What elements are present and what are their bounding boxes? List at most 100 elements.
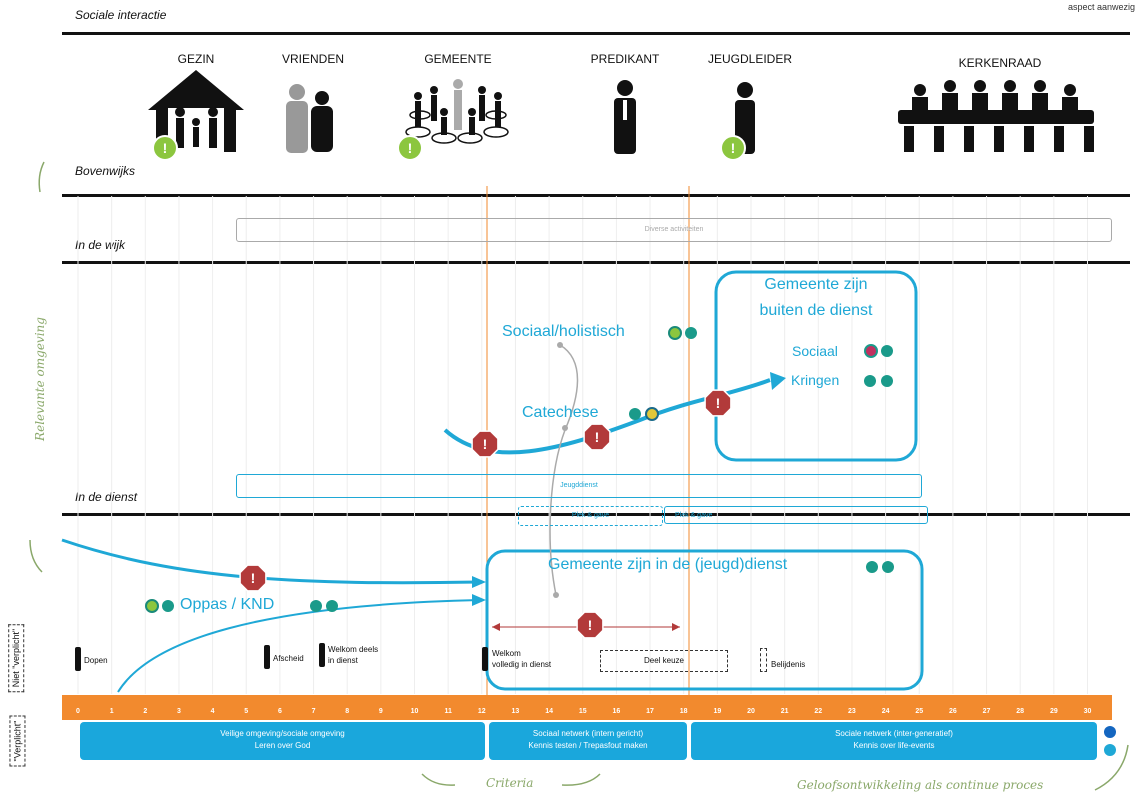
warning-icon-glyph: ! bbox=[595, 429, 600, 445]
label-gemeente-jeugddienst: Gemeente zijn in de (jeugd)dienst bbox=[548, 556, 788, 573]
role-icons: ! ! ! bbox=[148, 70, 1094, 161]
title-gemeente-buiten-2: buiten de dienst bbox=[759, 302, 873, 319]
divider-bovenwijks bbox=[62, 194, 1130, 197]
age-tick-label: 14 bbox=[545, 708, 553, 715]
predikant-icon bbox=[614, 80, 636, 154]
attention-green-icons: ! ! ! bbox=[152, 135, 746, 161]
curve-upper bbox=[61, 538, 481, 585]
section-title-sociale-interactie: Sociale interactie bbox=[75, 8, 167, 22]
role-gezin: GEZIN bbox=[177, 52, 215, 66]
section-in-de-wijk: In de wijk bbox=[75, 238, 126, 252]
label-sociaal: Sociaal bbox=[792, 343, 838, 359]
criteria-3-line1: Sociale netwerk (inter-generatief) bbox=[835, 729, 953, 738]
criteria-3-line2: Kennis over life-events bbox=[853, 741, 935, 750]
age-tick-label: 4 bbox=[210, 708, 215, 715]
age-tick-label: 10 bbox=[410, 708, 419, 715]
box-plek-gave-2: Plek & gave bbox=[664, 506, 928, 524]
event-afscheid: Afscheid bbox=[273, 654, 304, 663]
criteria-box-12-18: Sociaal netwerk (intern gericht) Kennis … bbox=[489, 722, 687, 760]
age-tick-label: 0 bbox=[76, 708, 80, 715]
warning-icon-glyph: ! bbox=[588, 617, 593, 633]
age-tick-label: 12 bbox=[477, 708, 486, 715]
svg-text:!: ! bbox=[731, 140, 736, 156]
criteria-1-line2: Leren over God bbox=[254, 741, 311, 750]
event-welkom-deels-2: in dienst bbox=[328, 656, 358, 665]
age-tick-label: 13 bbox=[511, 708, 520, 715]
age-tick-label: 23 bbox=[848, 708, 856, 715]
criteria-2-line2: Kennis testen / Trepasfout maken bbox=[528, 741, 648, 750]
criteria-box-0-12: Veilige omgeving/sociale omgeving Leren … bbox=[80, 722, 485, 760]
warning-icon-glyph: ! bbox=[251, 570, 256, 586]
label-catechese: Catechese bbox=[522, 404, 599, 421]
status-dots bbox=[145, 326, 1116, 756]
age-tick-label: 19 bbox=[713, 708, 722, 715]
age-tick-label: 21 bbox=[780, 708, 789, 715]
divider-wijk bbox=[62, 261, 1130, 264]
criteria-box-18-30: Sociale netwerk (inter-generatief) Kenni… bbox=[691, 722, 1097, 760]
box-jeugddienst: Jeugddienst bbox=[236, 474, 922, 498]
criteria-2-line1: Sociaal netwerk (intern gericht) bbox=[532, 729, 644, 738]
svg-text:!: ! bbox=[163, 140, 168, 156]
age-tick-label: 26 bbox=[948, 708, 957, 715]
buiten-dienst-box bbox=[714, 270, 918, 462]
role-predikant: PREDIKANT bbox=[590, 52, 660, 66]
age-tick-label: 30 bbox=[1083, 708, 1092, 715]
warning-icon bbox=[576, 611, 604, 639]
event-marker-welkom-deels bbox=[319, 643, 325, 667]
label-criteria: Criteria bbox=[486, 776, 534, 790]
event-dopen: Dopen bbox=[84, 656, 108, 665]
age-grid-lines bbox=[77, 196, 1088, 694]
event-welkom-deels-1: Welkom deels bbox=[328, 645, 379, 654]
box-plek-gave-1: Plek & gave bbox=[518, 506, 663, 526]
curve-lower bbox=[117, 599, 481, 693]
age-tick-label: 18 bbox=[679, 708, 688, 715]
label-verplicht: "Verplicht" bbox=[9, 715, 26, 767]
title-gemeente-buiten-1: Gemeente zijn bbox=[764, 276, 868, 293]
section-in-de-dienst: In de dienst bbox=[75, 490, 138, 504]
legend-text: aspect aanwezig bbox=[1067, 2, 1135, 12]
event-welkom-volledig-1: Welkom bbox=[492, 649, 521, 658]
warning-icon bbox=[239, 564, 267, 592]
divider-top bbox=[62, 32, 1130, 35]
divider-dienst bbox=[62, 513, 1130, 516]
age-tick-label: 16 bbox=[612, 708, 621, 715]
age-tick-label: 20 bbox=[747, 708, 755, 715]
age-tick-label: 22 bbox=[814, 708, 823, 715]
event-marker-welkom-volledig bbox=[482, 647, 488, 671]
role-vrienden: VRIENDEN bbox=[281, 52, 344, 66]
age-tick-label: 29 bbox=[1049, 708, 1058, 715]
criteria-1-line1: Veilige omgeving/sociale omgeving bbox=[220, 729, 345, 738]
event-welkom-volledig-2: volledig in dienst bbox=[492, 660, 552, 669]
age-tick-label: 9 bbox=[378, 708, 383, 715]
role-gemeente: GEMEENTE bbox=[424, 52, 492, 66]
age-tick-label: 27 bbox=[982, 708, 991, 715]
warning-icons: !!!!! bbox=[239, 389, 732, 639]
age-tick-label: 25 bbox=[915, 708, 924, 715]
role-jeugdleider: JEUGDLEIDER bbox=[707, 52, 793, 66]
warning-icon-glyph: ! bbox=[716, 395, 721, 411]
jeugddienst-box bbox=[485, 549, 924, 691]
event-belijdenis: Belijdenis bbox=[771, 660, 806, 669]
label-geloofsontwikkeling: Geloofsontwikkeling als continue proces bbox=[797, 778, 1044, 792]
age-timeline bbox=[62, 695, 1112, 720]
role-kerkenraad: KERKENRAAD bbox=[958, 56, 1042, 70]
congregation-people bbox=[414, 79, 502, 135]
label-kringen: Kringen bbox=[791, 372, 840, 388]
event-marker-belijdenis bbox=[760, 648, 767, 672]
event-marker-afscheid bbox=[264, 645, 270, 669]
warning-icon bbox=[471, 430, 499, 458]
label-oppas: Oppas / KND bbox=[180, 596, 275, 613]
warning-icon bbox=[583, 423, 611, 451]
age-tick-label: 7 bbox=[311, 708, 316, 715]
warning-icon-glyph: ! bbox=[483, 436, 488, 452]
label-relevante-omgeving: Relevante omgeving bbox=[32, 317, 47, 441]
friends-icon bbox=[286, 84, 333, 153]
section-bovenwijks: Bovenwijks bbox=[75, 164, 136, 178]
label-niet-verplicht: Niet "verplicht" bbox=[8, 623, 25, 693]
kerkenraad-icon bbox=[898, 80, 1094, 152]
box-deel-keuze: Deel keuze bbox=[600, 650, 728, 672]
age-tick-label: 1 bbox=[109, 708, 114, 715]
age-tick-label: 5 bbox=[244, 708, 249, 715]
label-sociaal-holistisch: Sociaal/holistisch bbox=[502, 323, 625, 340]
